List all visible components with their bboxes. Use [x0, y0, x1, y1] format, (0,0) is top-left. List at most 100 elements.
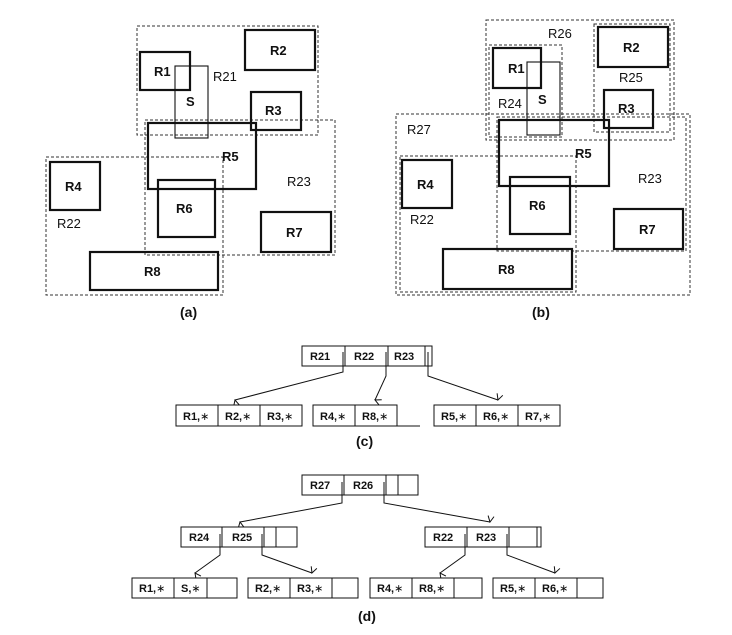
label-r23-b: R23 — [638, 171, 662, 186]
label-r8: R8 — [144, 264, 161, 279]
pointer-c-2 — [375, 352, 387, 400]
node-d-root — [301, 474, 419, 496]
label-r22-b: R22 — [410, 212, 434, 227]
rect-r7-b — [612, 207, 685, 251]
label-r2: R2 — [270, 43, 287, 58]
label-r1-b: R1 — [508, 61, 525, 76]
label-r7: R7 — [286, 225, 303, 240]
rect-r7 — [259, 210, 333, 254]
rect-r1 — [138, 50, 192, 92]
node-d-mid-2 — [424, 526, 542, 548]
pointer-c-1 — [235, 352, 344, 400]
label-r27: R27 — [407, 122, 431, 137]
entry-d-l2-1: R2,∗ — [255, 583, 281, 595]
mbr-r22-b — [399, 155, 577, 293]
label-r3-b: R3 — [618, 101, 635, 116]
node-d-mid-1 — [180, 526, 298, 548]
label-r23: R23 — [287, 174, 311, 189]
label-s: S — [186, 94, 195, 109]
label-r1: R1 — [154, 64, 171, 79]
mbr-r25 — [593, 23, 671, 133]
pointer-d-1 — [240, 482, 343, 522]
entry-d-mid1-2: R25 — [232, 532, 252, 544]
label-r25: R25 — [619, 70, 643, 85]
entry-d-l2-2: R3,∗ — [297, 583, 323, 595]
entry-d-mid2-2: R23 — [476, 532, 496, 544]
mbr-r21 — [136, 25, 319, 136]
rect-r8-b — [441, 247, 574, 291]
entry-d-root-2: R26 — [353, 480, 373, 492]
entry-c-root-3: R23 — [394, 351, 414, 363]
entry-d-l4-1: R5,∗ — [500, 583, 526, 595]
entry-d-l1-1: R1,∗ — [139, 583, 165, 595]
mbr-r26 — [485, 19, 675, 141]
entry-c-l1-3: R3,∗ — [267, 411, 293, 423]
mbr-r22 — [45, 156, 224, 296]
label-r5: R5 — [222, 149, 239, 164]
label-r5-b: R5 — [575, 146, 592, 161]
entry-d-l3-1: R4,∗ — [377, 583, 403, 595]
rect-r4 — [48, 160, 102, 212]
rect-r8 — [88, 250, 220, 292]
pointer-d-2 — [383, 482, 490, 522]
rect-r6 — [156, 178, 217, 239]
entry-c-root-1: R21 — [310, 351, 330, 363]
rect-r2-b — [596, 25, 670, 69]
node-c-leaf-1 — [175, 404, 303, 427]
panel-b: R1 R2 R3 R4 R5 R6 R7 R8 S R26 R24 R25 R2… — [395, 19, 691, 320]
caption-b: (b) — [532, 304, 550, 320]
node-c-root — [301, 345, 433, 367]
pointer-c-3 — [427, 352, 498, 400]
entry-c-l2-2: R8,∗ — [362, 411, 388, 423]
pointer-d-4 — [261, 534, 312, 573]
pointer-d-5 — [440, 534, 466, 573]
node-c-leaf-3 — [433, 404, 561, 427]
rect-s — [174, 65, 209, 139]
label-r4: R4 — [65, 179, 82, 194]
panel-a: R1 R2 R3 R4 R5 R6 R7 R8 S R21 R22 R23 (a… — [45, 25, 336, 320]
label-r22: R22 — [57, 216, 81, 231]
node-d-leaf-1 — [131, 577, 238, 599]
label-r21: R21 — [213, 69, 237, 84]
pointer-d-6 — [506, 534, 555, 573]
panel-c: R21 R22 R23 R1,∗ R2,∗ R3,∗ R4,∗ R8,∗ R5,… — [175, 345, 561, 449]
entry-d-mid1-1: R24 — [189, 532, 210, 544]
entry-c-l3-2: R6,∗ — [483, 411, 509, 423]
entry-d-root-1: R27 — [310, 480, 330, 492]
label-r24: R24 — [498, 96, 522, 111]
label-r8-b: R8 — [498, 262, 515, 277]
caption-c: (c) — [356, 433, 373, 449]
entry-d-l3-2: R8,∗ — [419, 583, 445, 595]
entry-d-l1-2: S,∗ — [181, 583, 201, 595]
node-d-leaf-4 — [492, 577, 604, 599]
label-r6-b: R6 — [529, 198, 546, 213]
entry-c-l3-3: R7,∗ — [525, 411, 551, 423]
label-r4-b: R4 — [417, 177, 434, 192]
entry-d-l4-2: R6,∗ — [542, 583, 568, 595]
mbr-r24 — [488, 44, 563, 138]
label-r3: R3 — [265, 103, 282, 118]
label-r7-b: R7 — [639, 222, 656, 237]
node-d-leaf-2 — [247, 577, 359, 599]
entry-c-l3-1: R5,∗ — [441, 411, 467, 423]
mbr-r27 — [395, 113, 691, 296]
mbr-r23 — [144, 119, 336, 256]
rect-r5-b — [497, 118, 611, 188]
caption-d: (d) — [358, 608, 376, 624]
rect-r3-b — [602, 88, 655, 130]
rect-r5 — [146, 121, 258, 191]
panel-d: R27 R26 R24 R25 R22 R23 R1,∗ S,∗ R2,∗ — [131, 474, 604, 624]
label-r6: R6 — [176, 201, 193, 216]
rect-s-b — [526, 61, 561, 136]
entry-c-l2-1: R4,∗ — [320, 411, 346, 423]
rect-r2 — [243, 28, 317, 72]
label-r2-b: R2 — [623, 40, 640, 55]
label-s-b: S — [538, 92, 547, 107]
pointer-d-3 — [195, 534, 221, 573]
rect-r1-b — [491, 46, 543, 90]
entry-c-root-2: R22 — [354, 351, 374, 363]
label-r26: R26 — [548, 26, 572, 41]
rect-r3 — [249, 90, 303, 132]
rect-r4-b — [400, 158, 454, 210]
